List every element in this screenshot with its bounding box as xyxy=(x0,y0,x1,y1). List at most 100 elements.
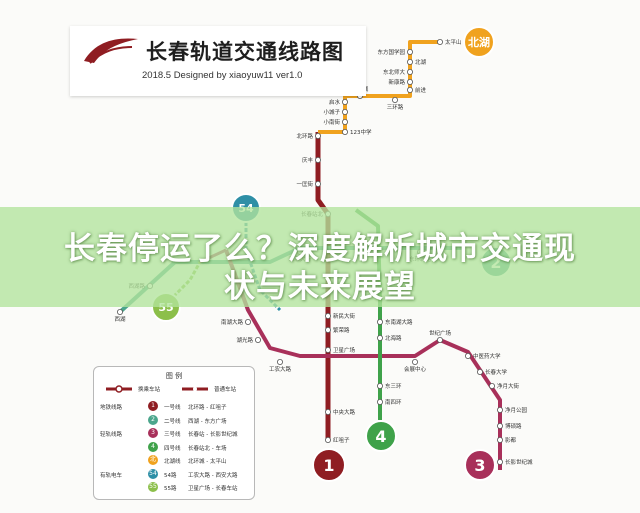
legend-row: 有轨电车 54 54路 工农大路 - 西安大路 xyxy=(100,468,250,481)
station-marker-gongnong xyxy=(276,358,283,365)
swoosh-logo-icon xyxy=(84,38,138,64)
line3-route xyxy=(224,249,502,470)
station-marker-zhongyi xyxy=(464,352,471,359)
station-marker-km123 xyxy=(341,128,348,135)
station-label-nansihuan: 南四环 xyxy=(385,398,402,406)
legend-row: 北北湖线北环城 - 太平山 xyxy=(100,455,250,467)
station-marker-dongfanggongfu xyxy=(406,49,413,56)
station-label-qianjin: 前进 xyxy=(415,86,427,94)
station-marker-qishui xyxy=(341,99,348,106)
station-label-dongsanhuan: 东三环 xyxy=(385,382,402,390)
map-title: 长春轨道交通线路图 xyxy=(146,40,344,64)
legend-line-dot: 54 xyxy=(148,468,158,479)
station-label-beianzi: 北海路 xyxy=(385,334,402,342)
station-marker-dongnan xyxy=(376,318,383,325)
station-label-jingyue: 净月公园 xyxy=(505,406,528,414)
line-badge-line1 xyxy=(312,448,346,482)
station-marker-xinmin xyxy=(324,312,331,319)
legend-row: 55 55路 卫星广场 - 长春车站 xyxy=(100,482,250,494)
station-label-shangyu: 博硕路 xyxy=(505,422,522,430)
station-marker-fanrong xyxy=(324,326,331,333)
legend-line-route: 西湖 - 东方广场 xyxy=(188,418,227,425)
station-marker-weixing xyxy=(324,346,331,353)
station-label-xiaocheng: 小城子 xyxy=(323,108,340,116)
legend-line-name: 54路 xyxy=(164,472,177,479)
station-label-weixiu: 净月大街 xyxy=(497,382,520,390)
station-marker-beihuan xyxy=(314,132,321,139)
headline-banner: 长春停运了么？深度解析城市交通现 状与未来展望 xyxy=(0,207,640,307)
legend-line-route: 工农大路 - 西安大路 xyxy=(188,472,238,479)
station-label-zhongyi: 中医药大学 xyxy=(473,352,501,360)
legend-line-name: 55路 xyxy=(164,486,177,492)
station-marker-nansihuan xyxy=(376,398,383,405)
legend-category: 轻轨线路 xyxy=(100,432,123,438)
station-label-huochezhan: 庆丰 xyxy=(302,156,314,164)
station-marker-dongsanhuan xyxy=(376,382,383,389)
legend-line-name: 二号线 xyxy=(164,418,181,425)
station-marker-zhonghaixinhui xyxy=(324,408,331,415)
legend-row: 2 二号线西湖 - 东方广场 xyxy=(100,414,250,427)
station-label-xiaonan: 小南街 xyxy=(323,118,340,126)
legend-line-dot: 55 xyxy=(148,482,158,492)
station-marker-beianzi xyxy=(376,334,383,341)
line-badge-line4 xyxy=(365,420,397,452)
station-marker-nanhu xyxy=(244,318,251,325)
legend-line-route: 卫星广场 - 长春车站 xyxy=(188,486,238,492)
station-marker-shijiyuan xyxy=(436,336,443,343)
station-label-xiwei: 西湖 xyxy=(114,315,126,323)
station-marker-qianjin xyxy=(406,87,413,94)
legend-line-name: 三号线 xyxy=(164,432,181,438)
legend-category: 地铁线路 xyxy=(100,405,123,411)
station-marker-taiyangshan xyxy=(436,39,443,46)
legend-line-route: 北环城 - 太平山 xyxy=(188,459,227,465)
line-badge-label-line4: 4 xyxy=(375,427,386,446)
station-marker-xiuxian xyxy=(254,336,261,343)
legend-line-route: 长春站 - 长影世纪城 xyxy=(188,432,238,438)
legend-line-name: 四号线 xyxy=(164,445,181,452)
legend-line-dot: 3 xyxy=(148,428,158,438)
legend-line-name: 一号线 xyxy=(164,405,181,411)
legend-title: 图 例 xyxy=(165,372,183,380)
line-badge-label-line3: 3 xyxy=(474,456,485,475)
station-label-beihuan: 北环路 xyxy=(296,132,313,140)
station-marker-changbai xyxy=(476,368,483,375)
station-marker-huochezhan xyxy=(314,156,321,163)
station-label-changbaiji: 长影世纪城 xyxy=(505,458,533,466)
station-label-beijiao: 东北师大 xyxy=(383,68,406,76)
station-label-yingdu: 影都 xyxy=(505,436,517,444)
legend-line-dot: 2 xyxy=(148,414,158,425)
legend-sample-lines xyxy=(106,385,208,393)
beihu-route xyxy=(318,40,440,134)
legend-category: 有轨电车 xyxy=(100,472,123,479)
legend-line-dot: 4 xyxy=(148,441,158,452)
legend-line-name: 北湖线 xyxy=(164,459,181,465)
station-marker-xiwei xyxy=(117,308,124,315)
station-label-fanrong: 繁荣路 xyxy=(333,326,350,334)
station-label-xiuxian: 湖光路 xyxy=(236,336,253,344)
station-label-changbai: 长春大学 xyxy=(485,368,508,376)
station-label-weixing: 卫星广场 xyxy=(333,346,356,354)
station-label-beihu_st: 北湖 xyxy=(415,58,427,66)
station-marker-hongzui xyxy=(324,436,331,443)
station-marker-yikuang xyxy=(314,180,321,187)
station-marker-changbaiji xyxy=(496,458,503,465)
station-label-xinkang: 新康路 xyxy=(388,78,405,86)
map-credit: 2018.5 Designed by xiaoyuw11 ver1.0 xyxy=(142,70,303,81)
station-label-dongfanggongfu: 东方国学园 xyxy=(377,48,405,56)
map-header-card: 长春轨道交通线路图 2018.5 Designed by xiaoyuw11 v… xyxy=(70,26,366,96)
line-badge-label-line1: 1 xyxy=(323,456,334,475)
station-label-qishui: 启水 xyxy=(329,98,341,106)
station-marker-beijiao xyxy=(406,69,413,76)
station-marker-huijia xyxy=(411,358,418,365)
headline-line-2: 状与未来展望 xyxy=(224,269,416,305)
station-label-nanhu: 南湖大路 xyxy=(221,318,244,326)
legend-normal-label: 普通车站 xyxy=(214,387,237,393)
station-marker-yingdu xyxy=(496,436,503,443)
station-label-gongnong: 工农大路 xyxy=(269,365,292,373)
legend-line-route: 北环路 - 红咀子 xyxy=(188,405,227,411)
headline-line-1: 长春停运了么？深度解析城市交通现 xyxy=(64,231,576,267)
